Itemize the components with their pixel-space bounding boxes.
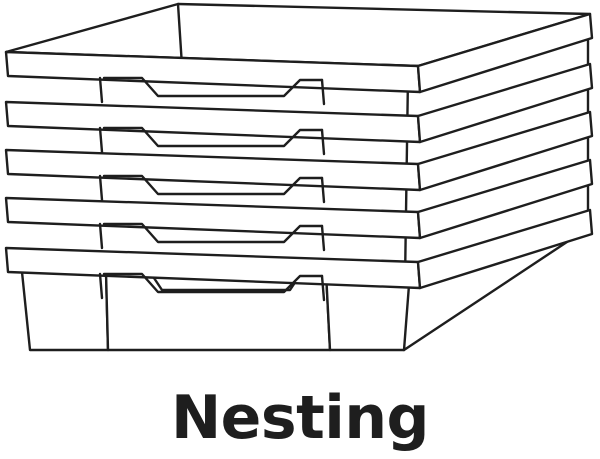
tray-notch-2 xyxy=(102,126,324,148)
tray-notch-3 xyxy=(102,174,324,196)
tray-rim-1 xyxy=(4,12,594,94)
tray-divider-right-3 xyxy=(320,176,326,204)
tray-divider-left-4 xyxy=(98,222,104,250)
tray-rim-4 xyxy=(4,158,594,240)
nesting-trays-illustration xyxy=(4,2,594,352)
tray-notch-4 xyxy=(102,222,324,244)
nesting-caption: Nesting xyxy=(170,383,430,453)
tray-divider-right-1 xyxy=(320,78,326,106)
tray-rim-5 xyxy=(4,208,594,290)
tray-notch-1 xyxy=(102,76,324,98)
tray-divider-left-5 xyxy=(98,272,104,300)
tray-divider-right-4 xyxy=(320,224,326,252)
tray-divider-left-3 xyxy=(98,174,104,202)
tray-notch-5 xyxy=(102,272,324,294)
tray-divider-right-2 xyxy=(320,128,326,156)
tray-divider-right-5 xyxy=(320,274,326,302)
tray-rim-3 xyxy=(4,110,594,192)
tray-rim-2 xyxy=(4,62,594,144)
tray-divider-left-2 xyxy=(98,126,104,154)
tray-divider-left-1 xyxy=(98,76,104,104)
